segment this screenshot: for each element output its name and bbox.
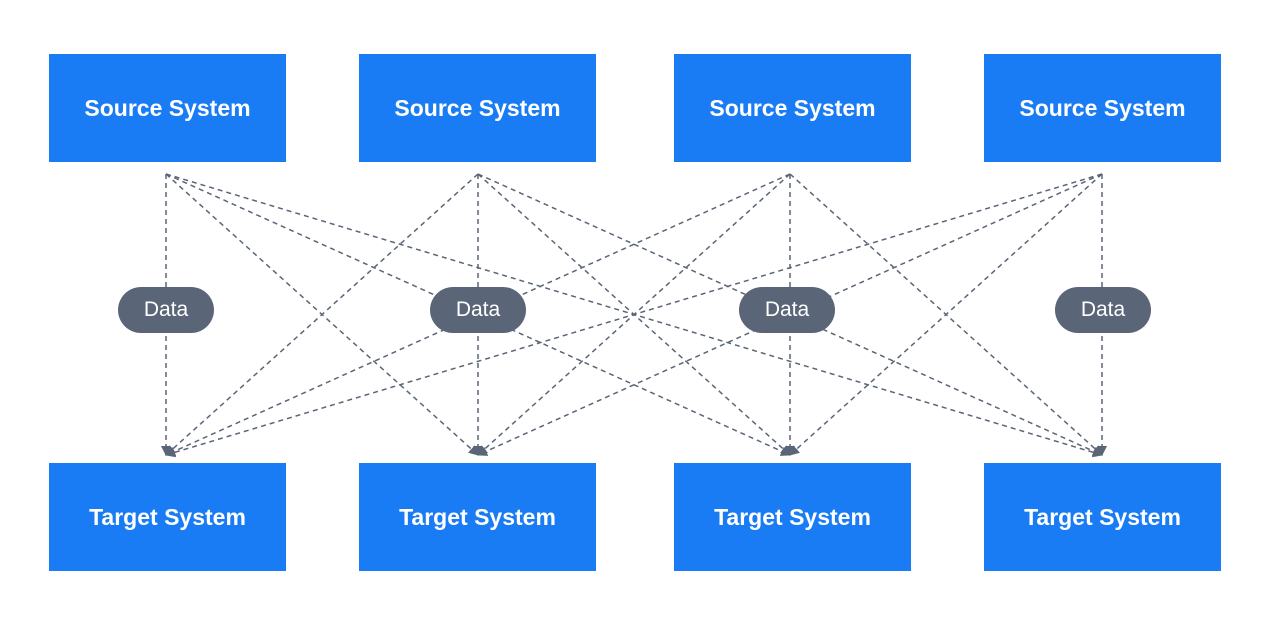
data-pill-3: Data — [739, 287, 835, 333]
connector-source-2-to-target-1 — [165, 173, 479, 456]
data-pill-4: Data — [1055, 287, 1151, 333]
data-pill-2: Data — [430, 287, 526, 333]
source-system-box-3: Source System — [674, 54, 911, 162]
source-system-box-2: Source System — [359, 54, 596, 162]
target-system-box-2: Target System — [359, 463, 596, 571]
data-pill-1: Data — [118, 287, 214, 333]
target-system-box-3: Target System — [674, 463, 911, 571]
connector-source-4-to-target-1 — [165, 173, 1103, 458]
target-system-box-1: Target System — [49, 463, 286, 571]
connector-source-4-to-target-3 — [789, 173, 1103, 456]
source-system-box-4: Source System — [984, 54, 1221, 162]
target-system-box-4: Target System — [984, 463, 1221, 571]
source-system-box-1: Source System — [49, 54, 286, 162]
